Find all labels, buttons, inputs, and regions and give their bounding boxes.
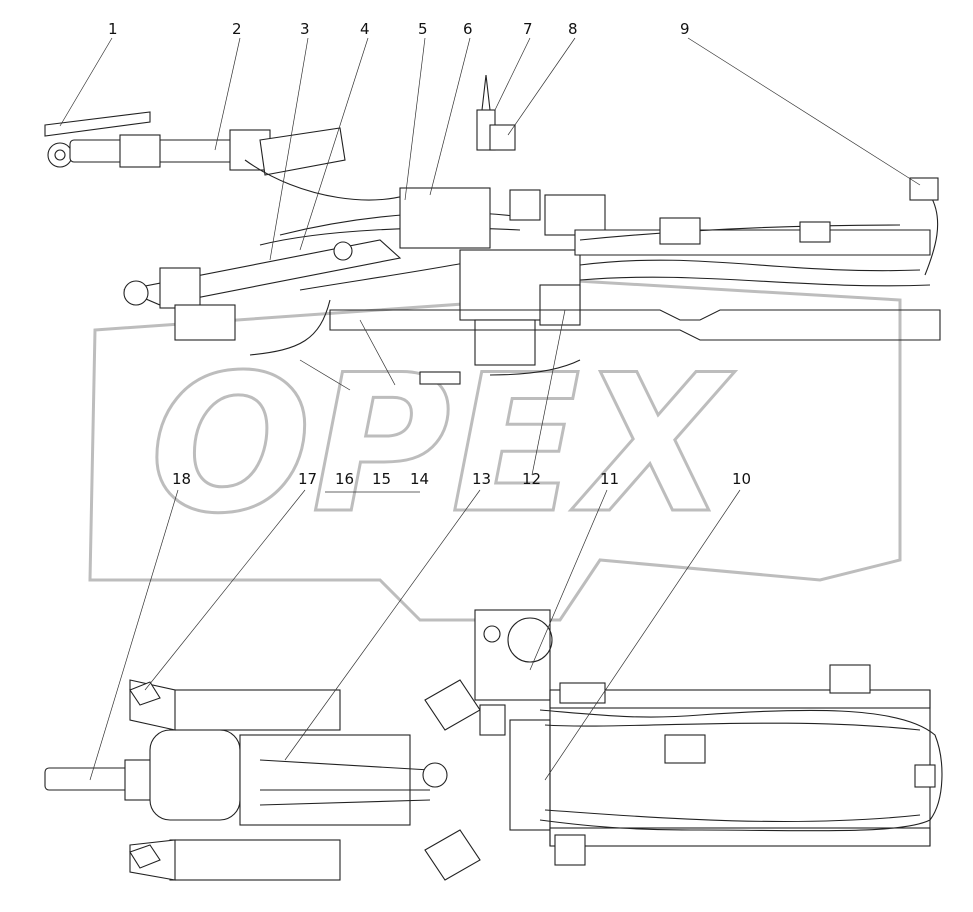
- callout-5: 5: [418, 20, 428, 38]
- callout-16: 16: [335, 470, 354, 488]
- callout-14: 14: [410, 470, 429, 488]
- callout-12: 12: [522, 470, 541, 488]
- callout-8: 8: [568, 20, 578, 38]
- callout-2: 2: [232, 20, 242, 38]
- plan-view: [44, 609, 943, 881]
- callout-1: 1: [108, 20, 118, 38]
- callout-11: 11: [600, 470, 619, 488]
- callout-7: 7: [523, 20, 533, 38]
- callout-13: 13: [472, 470, 491, 488]
- side-view: [44, 74, 941, 391]
- callout-18: 18: [172, 470, 191, 488]
- callout-3: 3: [300, 20, 310, 38]
- watermark-text: OPEX: [150, 334, 736, 555]
- callout-6: 6: [463, 20, 473, 38]
- callout-15: 15: [372, 470, 391, 488]
- callouts: 1 2 3 4 5 6 7 8 9 10 11 12 13 14 15 16 1…: [108, 20, 751, 488]
- callout-4: 4: [360, 20, 370, 38]
- leader-lines: [59, 37, 921, 781]
- callout-9: 9: [680, 20, 690, 38]
- callout-10: 10: [732, 470, 751, 488]
- watermark: OPEX: [88, 278, 902, 622]
- callout-17: 17: [298, 470, 317, 488]
